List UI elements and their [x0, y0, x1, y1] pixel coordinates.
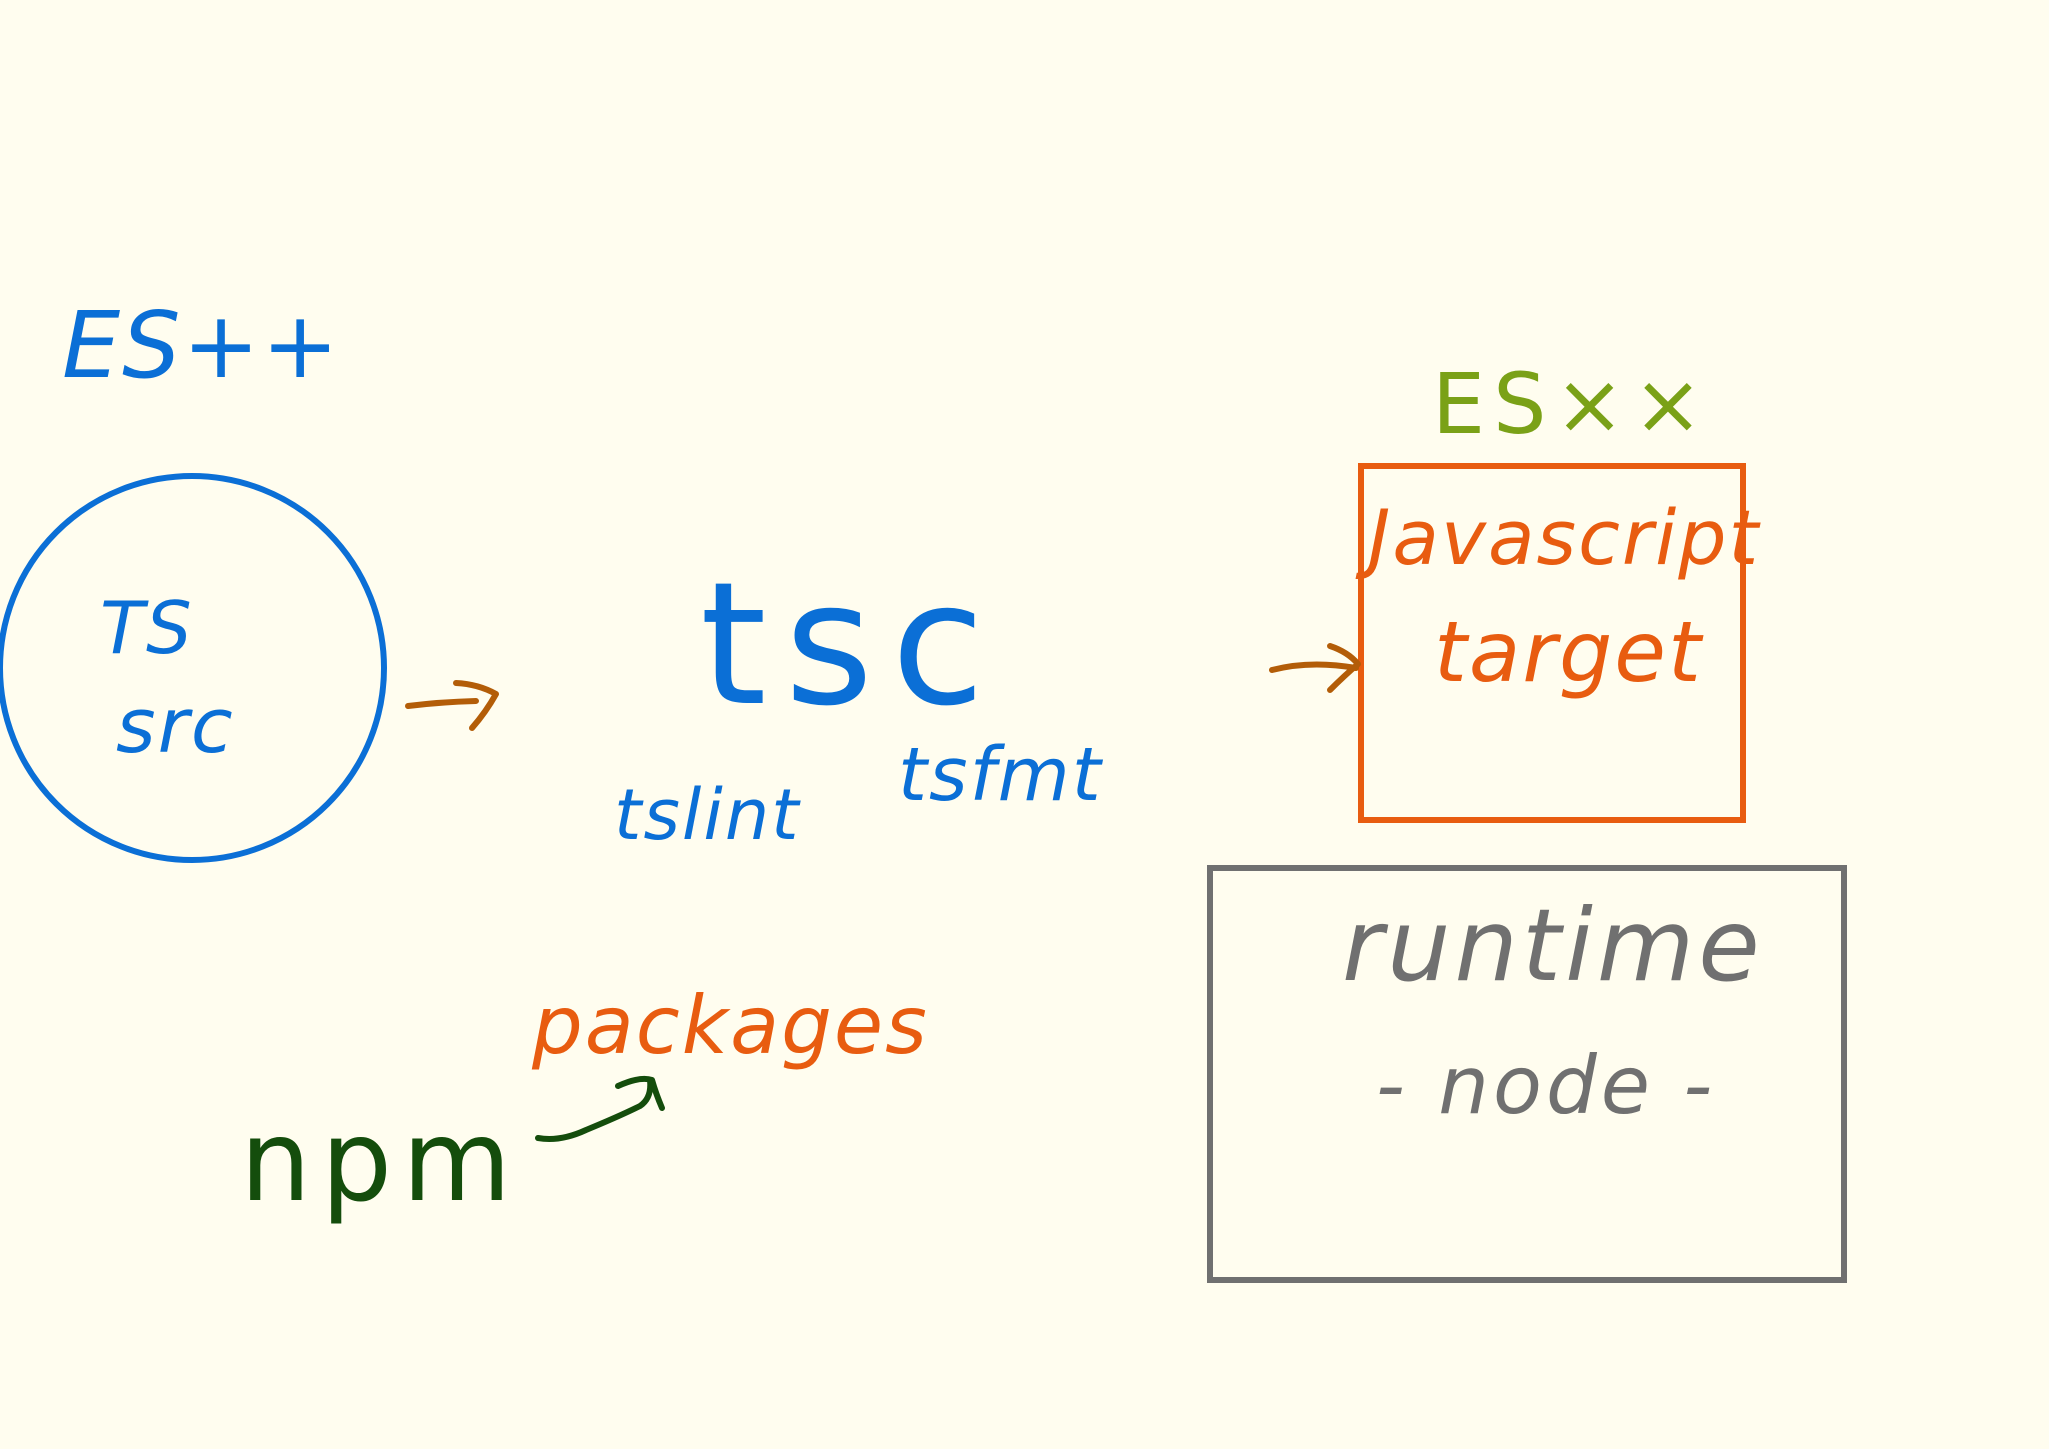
ts-source-circle	[0, 473, 387, 863]
node-label: - node -	[1376, 1039, 1717, 1132]
packages-label: packages	[532, 979, 929, 1072]
es-source-label: ES++	[62, 292, 341, 399]
arrow-npm-to-packages	[535, 1075, 665, 1142]
src-label: src	[116, 681, 235, 770]
tslint-label: tslint	[614, 774, 801, 856]
ts-label: TS	[100, 586, 194, 670]
tsc-label: tsc	[700, 546, 1003, 744]
javascript-target-box	[1358, 463, 1746, 823]
arrow-circle-to-tsc	[405, 680, 499, 731]
tsfmt-label: tsfmt	[898, 732, 1103, 818]
runtime-label: runtime	[1342, 887, 1764, 1004]
runtime-box	[1207, 865, 1847, 1283]
target-label: target	[1434, 603, 1703, 701]
arrow-tsc-to-target	[1269, 643, 1361, 693]
javascript-label: Javascript	[1368, 493, 1761, 582]
es-target-label: ES××	[1432, 355, 1712, 453]
npm-label: npm	[240, 1097, 522, 1227]
